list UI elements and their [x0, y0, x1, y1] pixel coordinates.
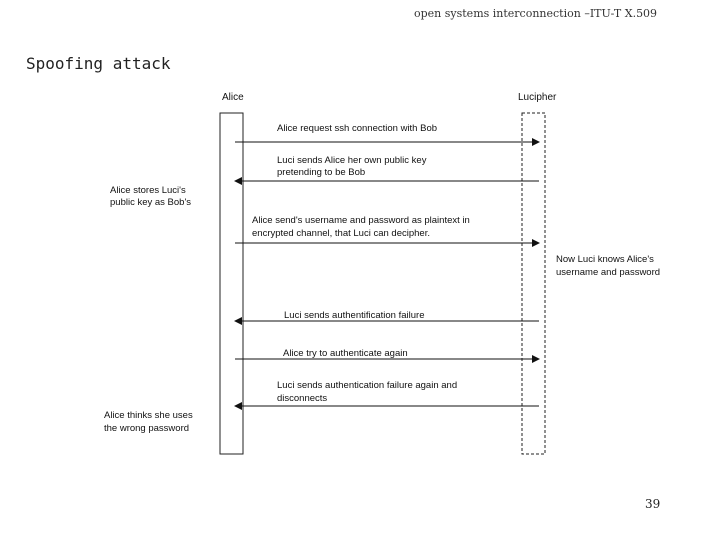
message-3-label-line2: encrypted channel, that Luci can deciphe…	[252, 228, 430, 239]
message-6-label-line2: disconnects	[277, 393, 327, 404]
note-now-luci-line1: Now Luci knows Alice's	[556, 254, 654, 265]
message-4-label: Luci sends authentification failure	[284, 310, 424, 321]
alice-lifeline	[219, 112, 244, 455]
note-alice-stores-line1: Alice stores Luci's	[110, 185, 186, 196]
actor-lucipher-label: Lucipher	[518, 92, 557, 103]
note-alice-thinks-line2: the wrong password	[104, 423, 189, 434]
message-2-label-line1: Luci sends Alice her own public key	[277, 155, 427, 166]
slide-title: Spoofing attack	[26, 54, 171, 73]
note-now-luci-line2: username and password	[556, 267, 660, 278]
lucipher-lifeline	[521, 112, 546, 455]
note-alice-stores-line2: public key as Bob's	[110, 197, 191, 208]
message-3-label-line1: Alice send's username and password as pl…	[252, 215, 470, 226]
header-text: open systems interconnection –ITU-T X.50…	[414, 7, 658, 20]
page-number: 39	[645, 497, 661, 511]
message-5-label: Alice try to authenticate again	[283, 348, 408, 359]
message-1-label: Alice request ssh connection with Bob	[277, 123, 437, 134]
note-alice-thinks-line1: Alice thinks she uses	[104, 410, 193, 421]
message-2-label-line2: pretending to be Bob	[277, 167, 365, 178]
message-6-label-line1: Luci sends authentication failure again …	[277, 380, 457, 391]
actor-alice-label: Alice	[222, 92, 244, 103]
